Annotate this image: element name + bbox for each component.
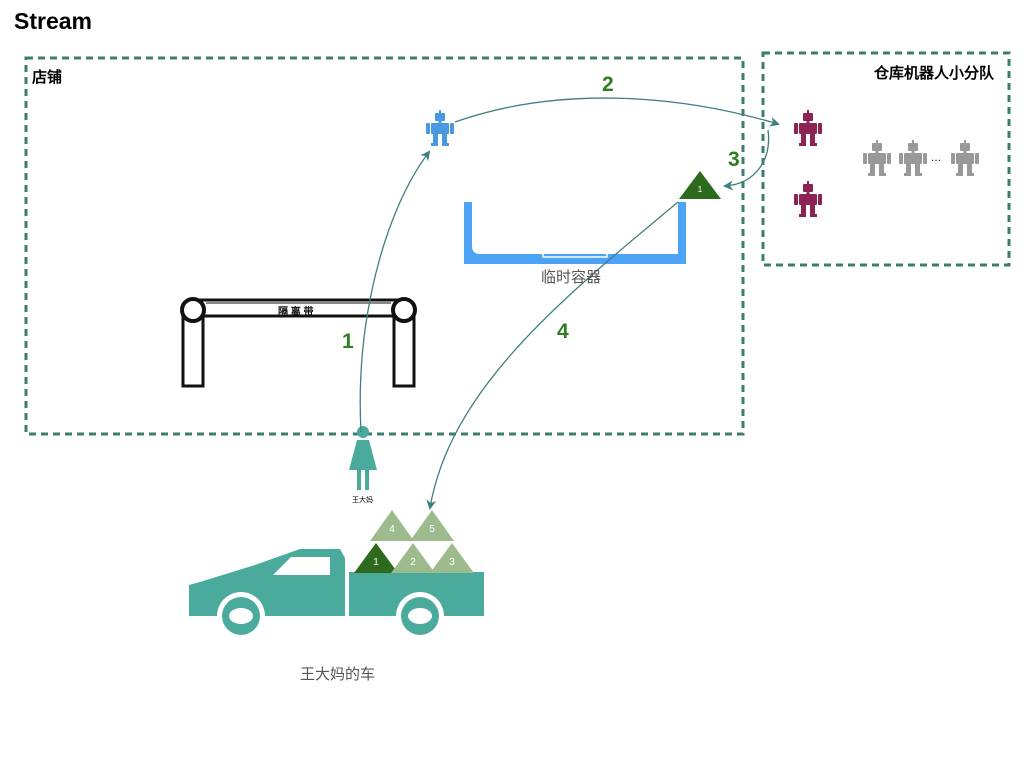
package-icon: 2 xyxy=(391,543,435,573)
step-label-1: 1 xyxy=(342,330,354,353)
barrier-icon xyxy=(180,297,417,388)
warehouse-boundary xyxy=(761,51,1011,267)
blue-robot-icon xyxy=(426,110,454,146)
container-label: 临时容器 xyxy=(541,269,602,286)
woman-label: 王大妈 xyxy=(352,497,373,504)
gray-robot-icon xyxy=(951,140,979,176)
svg-text:2: 2 xyxy=(410,557,416,568)
gray-robot-icon xyxy=(863,140,891,176)
svg-text:1: 1 xyxy=(698,185,703,194)
page-title: Stream xyxy=(14,8,92,34)
package-icon: 4 xyxy=(370,510,414,541)
truck-label: 王大妈的车 xyxy=(300,666,376,683)
truck-icon xyxy=(189,549,484,640)
svg-text:5: 5 xyxy=(429,524,435,535)
store-label: 店铺 xyxy=(32,69,63,86)
purple-robot-icon xyxy=(794,181,822,217)
warehouse-label: 仓库机器人小分队 xyxy=(874,65,995,82)
store-boundary xyxy=(24,56,745,436)
arrow-step-2 xyxy=(454,97,780,127)
container-icon xyxy=(464,202,686,264)
cargo-packages: 4 5 1 2 3 xyxy=(354,510,474,573)
step-label-2: 2 xyxy=(602,73,614,96)
svg-text:3: 3 xyxy=(449,557,455,568)
purple-robot-icon xyxy=(794,110,822,146)
package-icon: 1 xyxy=(354,543,398,573)
step-label-3: 3 xyxy=(728,148,740,171)
svg-text:1: 1 xyxy=(373,557,379,568)
woman-icon xyxy=(349,426,377,490)
package-icon: 1 xyxy=(679,171,721,199)
package-icon: 3 xyxy=(430,543,474,573)
package-icon: 5 xyxy=(410,510,454,541)
step-label-4: 4 xyxy=(557,320,569,343)
arrow-step-4 xyxy=(426,201,679,510)
arrow-step-1 xyxy=(359,150,431,433)
arrow-step-3 xyxy=(723,129,770,191)
barrier-label: 隔 离 带 xyxy=(278,307,314,318)
warehouse-ellipsis: ... xyxy=(931,150,941,164)
svg-text:4: 4 xyxy=(389,524,395,535)
gray-robot-icon xyxy=(899,140,927,176)
